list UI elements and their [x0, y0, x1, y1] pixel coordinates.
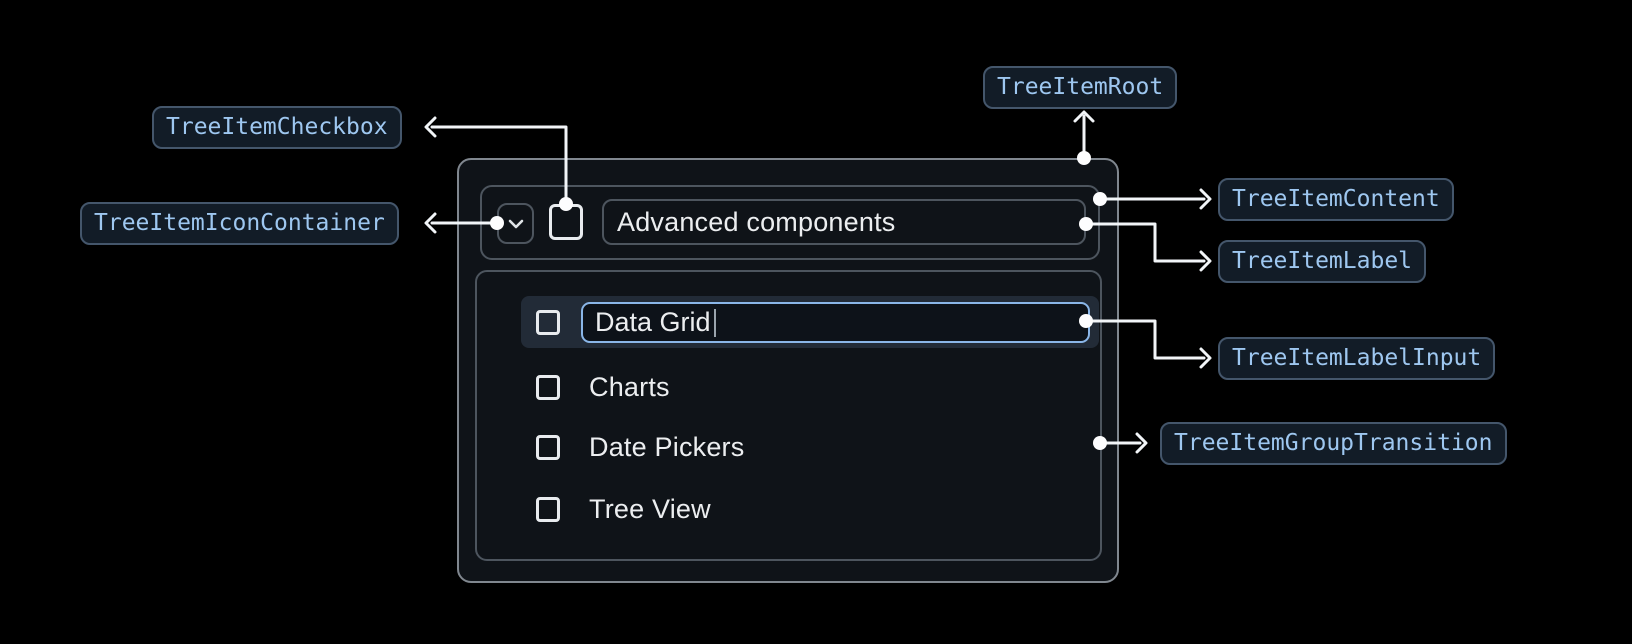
tree-item-label-text: Charts: [589, 371, 670, 402]
tree-item-group-transition-box: Data Grid Charts Date Pickers Tree View: [475, 270, 1102, 561]
tree-item-row-editing[interactable]: Data Grid: [521, 296, 1099, 348]
annotation-treeitemcheckbox: TreeItemCheckbox: [152, 106, 402, 149]
tree-item-row[interactable]: Charts: [536, 363, 670, 411]
tree-item-label-text: Tree View: [589, 493, 711, 524]
text-caret: [713, 308, 716, 337]
tree-item-row[interactable]: Date Pickers: [536, 423, 744, 471]
annotation-treeitemcontent: TreeItemContent: [1218, 178, 1454, 221]
annotation-treeitemgrouptransition: TreeItemGroupTransition: [1160, 422, 1507, 465]
tree-item-root-box: Advanced components Data Grid Charts Dat…: [457, 158, 1119, 583]
annotation-treeitemroot: TreeItemRoot: [983, 66, 1178, 109]
tree-item-label-text: Advanced components: [617, 206, 896, 237]
expand-collapse-button[interactable]: [497, 203, 534, 244]
tree-item-label-box[interactable]: Advanced components: [602, 199, 1086, 245]
chevron-down-icon: [505, 213, 527, 235]
tree-item-label-text: Date Pickers: [589, 431, 745, 462]
tree-item-label-input[interactable]: Data Grid: [581, 302, 1090, 343]
label-input-value: Data Grid: [595, 307, 711, 337]
tree-item-checkbox[interactable]: [536, 496, 560, 522]
tree-item-checkbox[interactable]: [536, 374, 560, 400]
tree-item-checkbox[interactable]: [536, 310, 560, 335]
annotation-treeitemlabel: TreeItemLabel: [1218, 240, 1427, 283]
annotation-treeitemiconcontainer: TreeItemIconContainer: [80, 202, 399, 245]
tree-item-checkbox[interactable]: [536, 434, 560, 460]
tree-item-content-box[interactable]: Advanced components: [480, 185, 1100, 260]
tree-item-row[interactable]: Tree View: [536, 485, 711, 533]
tree-item-checkbox[interactable]: [549, 204, 583, 240]
annotation-treeitemlabelinput: TreeItemLabelInput: [1218, 337, 1496, 380]
